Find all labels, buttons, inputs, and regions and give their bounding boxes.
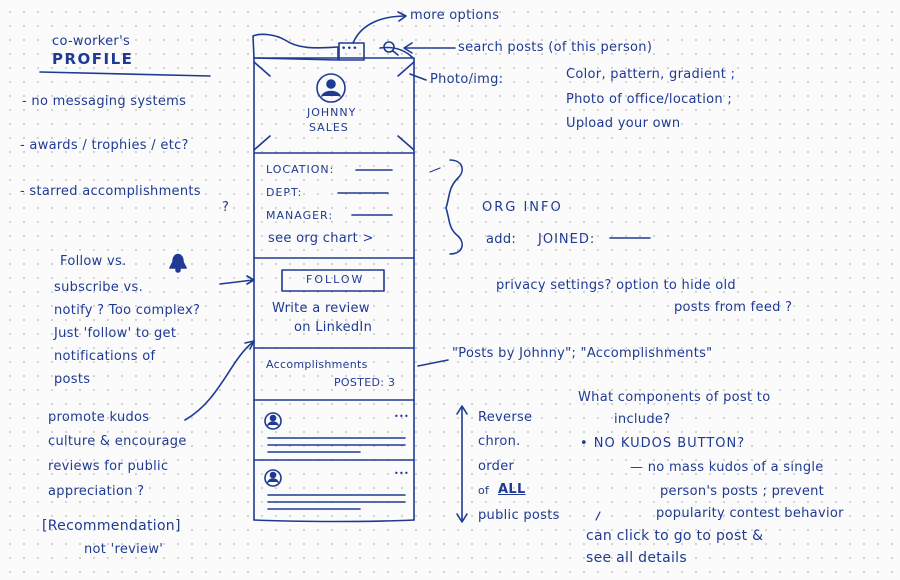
note-photo-2: Photo of office/location ;: [566, 92, 733, 107]
note-mass-3: popularity contest behavior: [656, 506, 844, 521]
note-components-1: What components of post to: [578, 390, 771, 405]
follow-button[interactable]: FOLLOW: [306, 273, 365, 286]
profile-title: PROFILE: [52, 50, 134, 68]
note-no-kudos: • NO KUDOS BUTTON?: [580, 436, 746, 451]
note-photo-label: Photo/img:: [430, 72, 504, 87]
note-of: of: [478, 484, 490, 497]
coworkers-label: co-worker's: [52, 34, 131, 49]
note-awards: - awards / trophies / etc?: [20, 138, 189, 153]
arrow-more-options: [352, 15, 406, 44]
location-label: LOCATION:: [266, 163, 335, 176]
note-mass-1: — no mass kudos of a single: [630, 460, 824, 475]
org-chart-link[interactable]: see org chart >: [268, 231, 374, 246]
org-info-brace: [445, 159, 463, 255]
avatar-icon: [316, 73, 346, 103]
manager-label: MANAGER:: [266, 209, 334, 222]
note-photo-3: Upload your own: [566, 116, 681, 131]
write-review-link-1[interactable]: Write a review: [272, 301, 370, 316]
note-reverse: Reverse: [478, 410, 533, 425]
note-org-info: ORG INFO: [482, 200, 563, 215]
note-all: ALL: [498, 482, 526, 497]
note-joined: JOINED:: [538, 232, 596, 247]
note-order: order: [478, 459, 515, 474]
note-promote-4: appreciation ?: [48, 484, 145, 499]
accomplishments-tab[interactable]: Accomplishments: [266, 358, 368, 371]
note-follow-4: Just 'follow' to get: [54, 326, 177, 341]
post-2-sketch: [264, 469, 406, 510]
note-posts-by: "Posts by Johnny"; "Accomplishments": [452, 346, 713, 361]
profile-underline: [39, 71, 211, 77]
post-1-more[interactable]: •••: [394, 412, 410, 421]
dept-label: DEPT:: [266, 186, 303, 199]
note-follow-6: posts: [54, 372, 91, 387]
note-promote-3: reviews for public: [48, 459, 169, 474]
note-recommendation: [Recommendation]: [42, 518, 181, 534]
arrow-posts-by: [417, 359, 449, 367]
note-click-2: see all details: [586, 550, 687, 566]
note-photo-1: Color, pattern, gradient ;: [566, 67, 736, 82]
note-more-options: more options: [410, 8, 500, 23]
follow-button-outline: [281, 269, 385, 292]
search-icon: [383, 41, 399, 56]
post-1-sketch: [264, 412, 406, 453]
arrow-photo: [409, 73, 427, 81]
write-review-link-2[interactable]: on LinkedIn: [294, 320, 373, 335]
profile-name: JOHNNY: [307, 106, 357, 119]
note-chron: chron.: [478, 434, 521, 449]
note-promote-2: culture & encourage: [48, 434, 187, 449]
note-follow-2: subscribe vs.: [54, 280, 144, 295]
note-promote-1: promote kudos: [48, 410, 150, 425]
note-mass-2: person's posts ; prevent: [660, 484, 825, 499]
note-follow-5: notifications of: [54, 349, 156, 364]
note-components-2: include?: [614, 412, 671, 427]
note-follow-1: Follow vs.: [60, 254, 127, 269]
phone-outline: [252, 33, 415, 523]
note-starred: - starred accomplishments: [20, 184, 201, 199]
more-options-dots[interactable]: •••: [341, 44, 358, 54]
note-click-1: can click to go to post &: [586, 528, 764, 544]
post-2-more[interactable]: •••: [394, 469, 410, 478]
note-starred-question: ?: [222, 200, 230, 215]
note-follow-3: notify ? Too complex?: [54, 303, 201, 318]
note-no-messaging: - no messaging systems: [22, 94, 187, 109]
more-options-icon: [338, 42, 365, 61]
arrow-follow: [219, 279, 254, 285]
bell-icon: [169, 253, 187, 273]
note-public-posts: public posts: [478, 508, 560, 523]
note-add: add:: [486, 232, 517, 247]
note-privacy-2: posts from feed ?: [674, 300, 793, 315]
note-privacy-1: privacy settings? option to hide old: [496, 278, 736, 293]
profile-dept-label: SALES: [309, 121, 349, 134]
note-search-posts: search posts (of this person): [458, 40, 653, 55]
arrow-review: [184, 341, 254, 421]
note-not-review: not 'review': [84, 542, 164, 557]
posted-count: POSTED: 3: [334, 376, 396, 389]
